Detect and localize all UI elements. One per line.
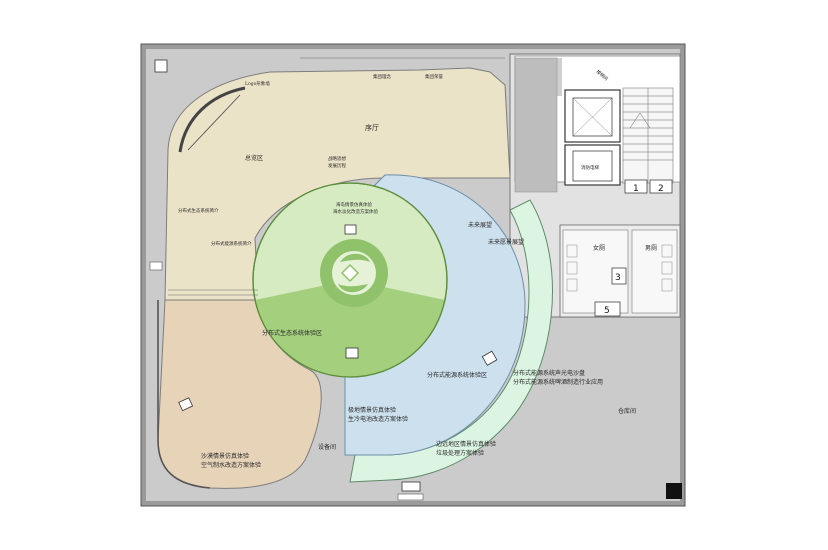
female-wc-label: 女厕 xyxy=(593,244,605,252)
exhibit-marker-4 xyxy=(178,397,194,412)
label-lobby: 序厅 xyxy=(365,123,379,132)
label-overview: 总览区 xyxy=(245,154,263,162)
eco-circle-lower xyxy=(255,280,445,378)
remote-area-ring xyxy=(349,199,553,483)
label-dist-energy-pv: 分布式能源系统声光电沙盘 xyxy=(513,369,585,377)
label-polar-sim-2: 生冷电池改造方案体验 xyxy=(348,415,408,423)
room-1 xyxy=(624,179,648,194)
label-dist-energy-app: 分布式能源系统啤酒制造行业应用 xyxy=(513,378,603,386)
room-3-number: 3 xyxy=(615,273,621,283)
label-service-room: 设备间 xyxy=(318,443,336,451)
exhibit-marker-5 xyxy=(401,481,421,492)
room-1-number: 1 xyxy=(633,184,639,194)
bottom-door xyxy=(397,493,424,501)
exhibit-marker-6 xyxy=(154,59,168,73)
label-dist-eco-zone: 分布式生态系统体验区 xyxy=(262,329,322,337)
label-desert-sim-2: 空气制水改造方案体验 xyxy=(201,461,261,469)
stair-column-left xyxy=(514,57,558,193)
exhibit-marker-1 xyxy=(344,224,357,235)
desert-zone-wall xyxy=(157,300,211,489)
room-3 xyxy=(611,267,627,285)
male-wc-label: 男厕 xyxy=(645,245,657,252)
label-future-exhibit: 未来展望 xyxy=(468,221,492,229)
label-strategic-concept: 战略思想 xyxy=(328,155,346,162)
label-dist-energy-intro: 分布式能源系统简介 xyxy=(211,240,252,247)
label-desert-sim-1: 沙漠情景仿真体验 xyxy=(201,452,249,460)
stair-lift-label: 消防电梯 xyxy=(581,164,599,171)
lobby-inner-wall xyxy=(178,86,246,153)
label-dist-eco-intro: 分布式生态系统简介 xyxy=(178,207,219,214)
label-polar-sim-1: 极地情景仿真体验 xyxy=(348,406,396,414)
elevator-a xyxy=(564,89,621,143)
label-dist-energy-zone: 分布式能源系统体验区 xyxy=(427,371,487,379)
toilet-fixtures-icon xyxy=(566,244,673,292)
room-2-number: 2 xyxy=(658,184,664,194)
room-5 xyxy=(594,301,621,317)
label-storage: 仓库间 xyxy=(618,407,636,415)
label-development-history: 发展历程 xyxy=(328,162,346,169)
elevator-b xyxy=(564,144,621,186)
label-remote-sim-2: 垃圾处理方案体验 xyxy=(436,449,484,457)
label-group-honor: 集团荣誉 xyxy=(425,73,443,80)
left-door xyxy=(149,261,163,271)
exhibit-marker-7 xyxy=(666,483,682,499)
room-2 xyxy=(649,179,673,194)
exhibit-marker-2 xyxy=(345,347,359,359)
male-wc xyxy=(631,229,678,314)
label-island-sim: 海岛情景仿真体验 xyxy=(336,201,372,208)
exhibit-marker-3 xyxy=(481,350,498,366)
label-logo-wall: Logo形象墙 xyxy=(245,80,270,87)
center-logo-icon xyxy=(320,239,388,307)
label-remote-sim-1: 边远地区情景仿真体验 xyxy=(436,440,496,448)
label-island-sim-2: 海水淡化改造方案体验 xyxy=(333,208,378,215)
label-group-concept: 集团理念 xyxy=(373,73,391,80)
room-5-number: 5 xyxy=(604,306,610,316)
stair-icon xyxy=(622,87,674,184)
label-future-vision: 未来愿景展望 xyxy=(488,238,524,246)
